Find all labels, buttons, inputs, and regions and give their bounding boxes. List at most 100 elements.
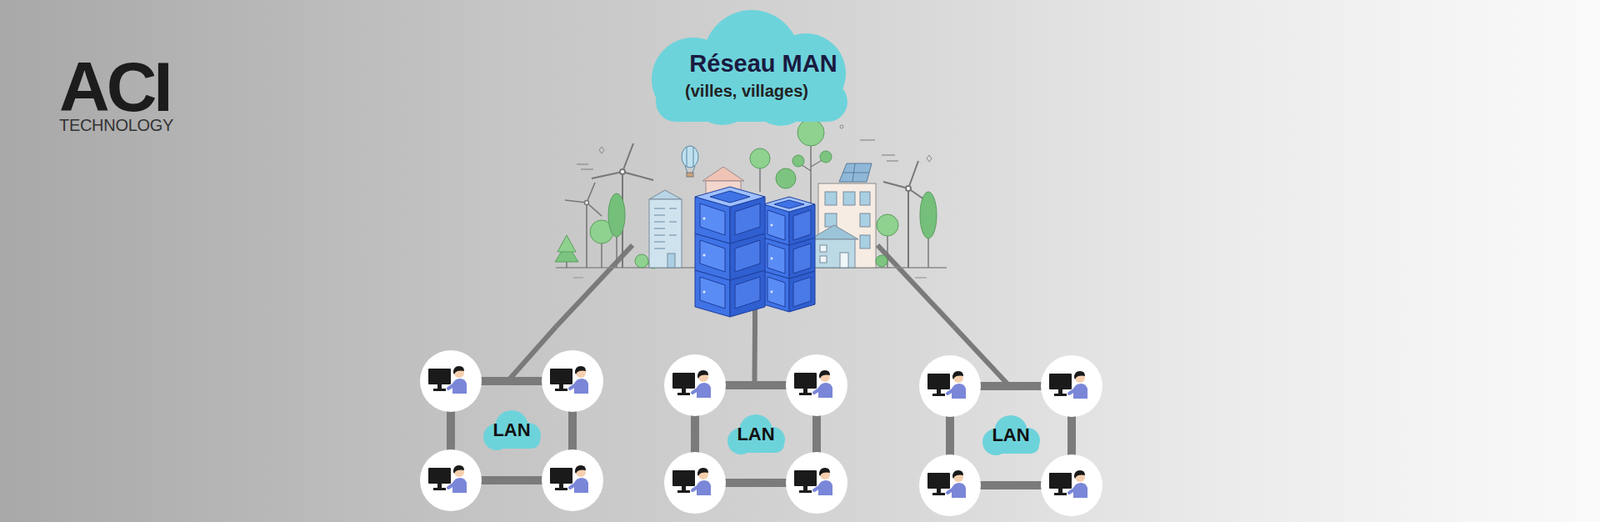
- window: [843, 191, 855, 205]
- man-network: Réseau MAN(villes, villages): [555, 8, 955, 327]
- window: [825, 191, 837, 205]
- computer-user: [919, 454, 981, 516]
- window: [820, 245, 827, 252]
- ground-dash: [573, 276, 584, 278]
- computer-user: [420, 449, 482, 511]
- turbine-blade: [591, 171, 623, 179]
- window: [820, 255, 827, 263]
- ornament-diamond: [926, 155, 932, 162]
- turbine-pole: [907, 190, 910, 268]
- server-panel: [793, 210, 811, 240]
- lan-network: LAN: [690, 380, 821, 487]
- computer-user: [919, 355, 981, 417]
- ornament-dot: [840, 125, 844, 129]
- server-top: [763, 196, 815, 212]
- server-led: [702, 253, 705, 256]
- server-panel: [700, 276, 725, 309]
- turbine-hub: [905, 185, 911, 191]
- round-tree: [797, 119, 825, 146]
- building-roof: [649, 190, 682, 200]
- bush: [875, 255, 888, 267]
- turbine-blade: [622, 143, 634, 172]
- server-led: [770, 257, 774, 260]
- server-led: [770, 224, 774, 227]
- balloon-rope: [692, 165, 695, 173]
- building-windows: [654, 208, 677, 249]
- logo-mark: ACI: [59, 51, 170, 122]
- round-tree: [820, 150, 832, 163]
- building: [649, 199, 682, 268]
- network-link: [751, 326, 758, 385]
- network-link: [954, 326, 1010, 386]
- server-panel: [700, 203, 725, 235]
- building-door: [667, 253, 675, 268]
- turbine-blade: [622, 171, 654, 180]
- window: [860, 213, 870, 227]
- window: [654, 234, 665, 236]
- server-panel: [735, 276, 760, 309]
- network-label: LAN: [455, 419, 569, 441]
- server-panel: [735, 203, 760, 235]
- balloon-stripe: [693, 146, 695, 167]
- network-link: [507, 326, 556, 381]
- server-led: [702, 216, 705, 220]
- turbine-blade: [908, 160, 919, 189]
- turbine-blade: [586, 182, 595, 203]
- window: [860, 191, 870, 205]
- turbine-hub: [620, 169, 625, 175]
- tree-trunk: [759, 165, 761, 192]
- tree-trunk: [927, 235, 930, 268]
- computer-user: [1040, 355, 1103, 417]
- window: [654, 247, 665, 250]
- server-top-inset: [774, 200, 805, 209]
- computer-user: [541, 350, 604, 412]
- logo-text: TECHNOLOGY: [59, 116, 174, 134]
- tall-tree: [608, 193, 625, 237]
- window: [654, 214, 665, 216]
- house-roof: [702, 166, 745, 181]
- server-panel: [767, 210, 785, 240]
- bush: [635, 254, 649, 268]
- house-door: [840, 252, 849, 268]
- turbine-blade: [883, 181, 909, 189]
- round-tree: [792, 155, 805, 167]
- balloon-envelope: [681, 145, 699, 168]
- round-tree: [876, 214, 899, 236]
- window: [860, 235, 870, 249]
- round-tree: [775, 168, 796, 189]
- ground-dash: [915, 276, 927, 278]
- ornament-dash: [886, 160, 899, 161]
- balloon-basket: [686, 172, 694, 177]
- computer-user: [664, 451, 726, 514]
- network-title: Réseau MAN: [663, 49, 864, 79]
- solar-grid: [842, 172, 870, 174]
- server-stack: [763, 196, 815, 312]
- server-panel: [735, 240, 760, 272]
- server-stack: [695, 186, 765, 317]
- ornament-diamond: [599, 146, 605, 154]
- computer-user: [541, 449, 604, 511]
- server-led: [770, 290, 774, 294]
- tree-trunk: [810, 141, 812, 205]
- solar-panel: [839, 163, 872, 182]
- server-panel: [793, 276, 811, 307]
- ornament-dash: [580, 168, 594, 170]
- hot-air-balloon: [681, 145, 699, 177]
- network-subtitle: (villes, villages): [646, 80, 847, 101]
- computer-user: [785, 354, 848, 416]
- computer-user: [1040, 454, 1103, 516]
- network-label: LAN: [954, 424, 1068, 446]
- link-segment: [752, 308, 758, 327]
- server-panel: [700, 240, 725, 272]
- ornament-dash: [860, 139, 875, 140]
- window: [825, 213, 837, 227]
- turbine-hub: [585, 200, 590, 205]
- lan-network: LAN: [446, 376, 577, 485]
- server-top: [695, 186, 765, 207]
- server-panel: [793, 243, 811, 274]
- window: [654, 207, 665, 210]
- server-panel: [767, 276, 785, 307]
- window: [654, 227, 665, 230]
- lan-network: LAN: [945, 381, 1076, 490]
